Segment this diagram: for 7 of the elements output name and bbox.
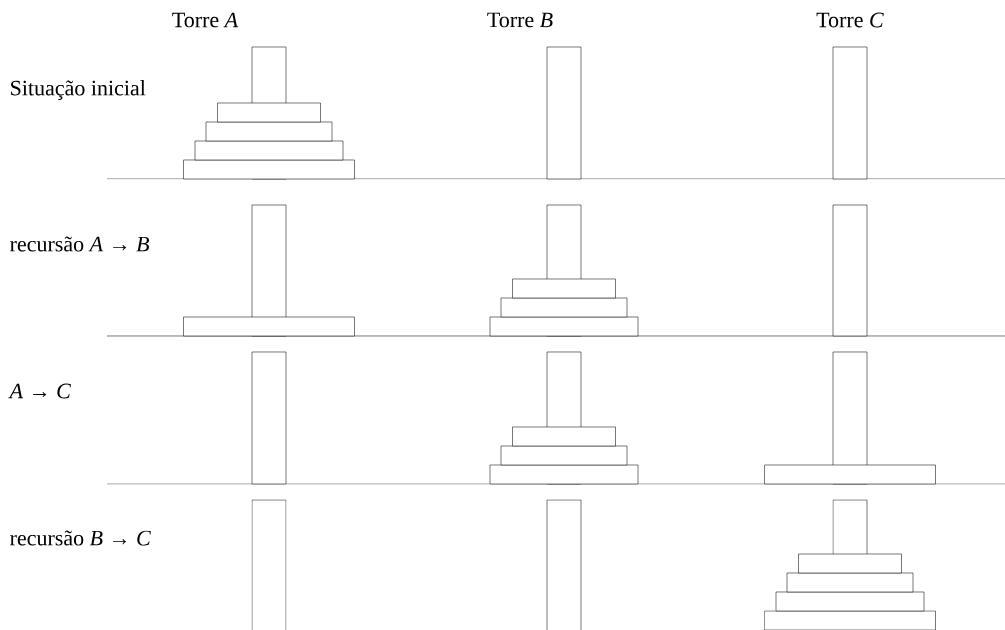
row-label: A → C [8,383,71,399]
row-label: Situação inicial [11,80,146,100]
column-heading: Torre A [172,12,239,28]
column-heading: Torre B [487,12,553,28]
row-label: recursão B → C [10,530,151,546]
column-heading: Torre C [816,12,884,28]
row-label: recursão A → B [10,236,150,252]
